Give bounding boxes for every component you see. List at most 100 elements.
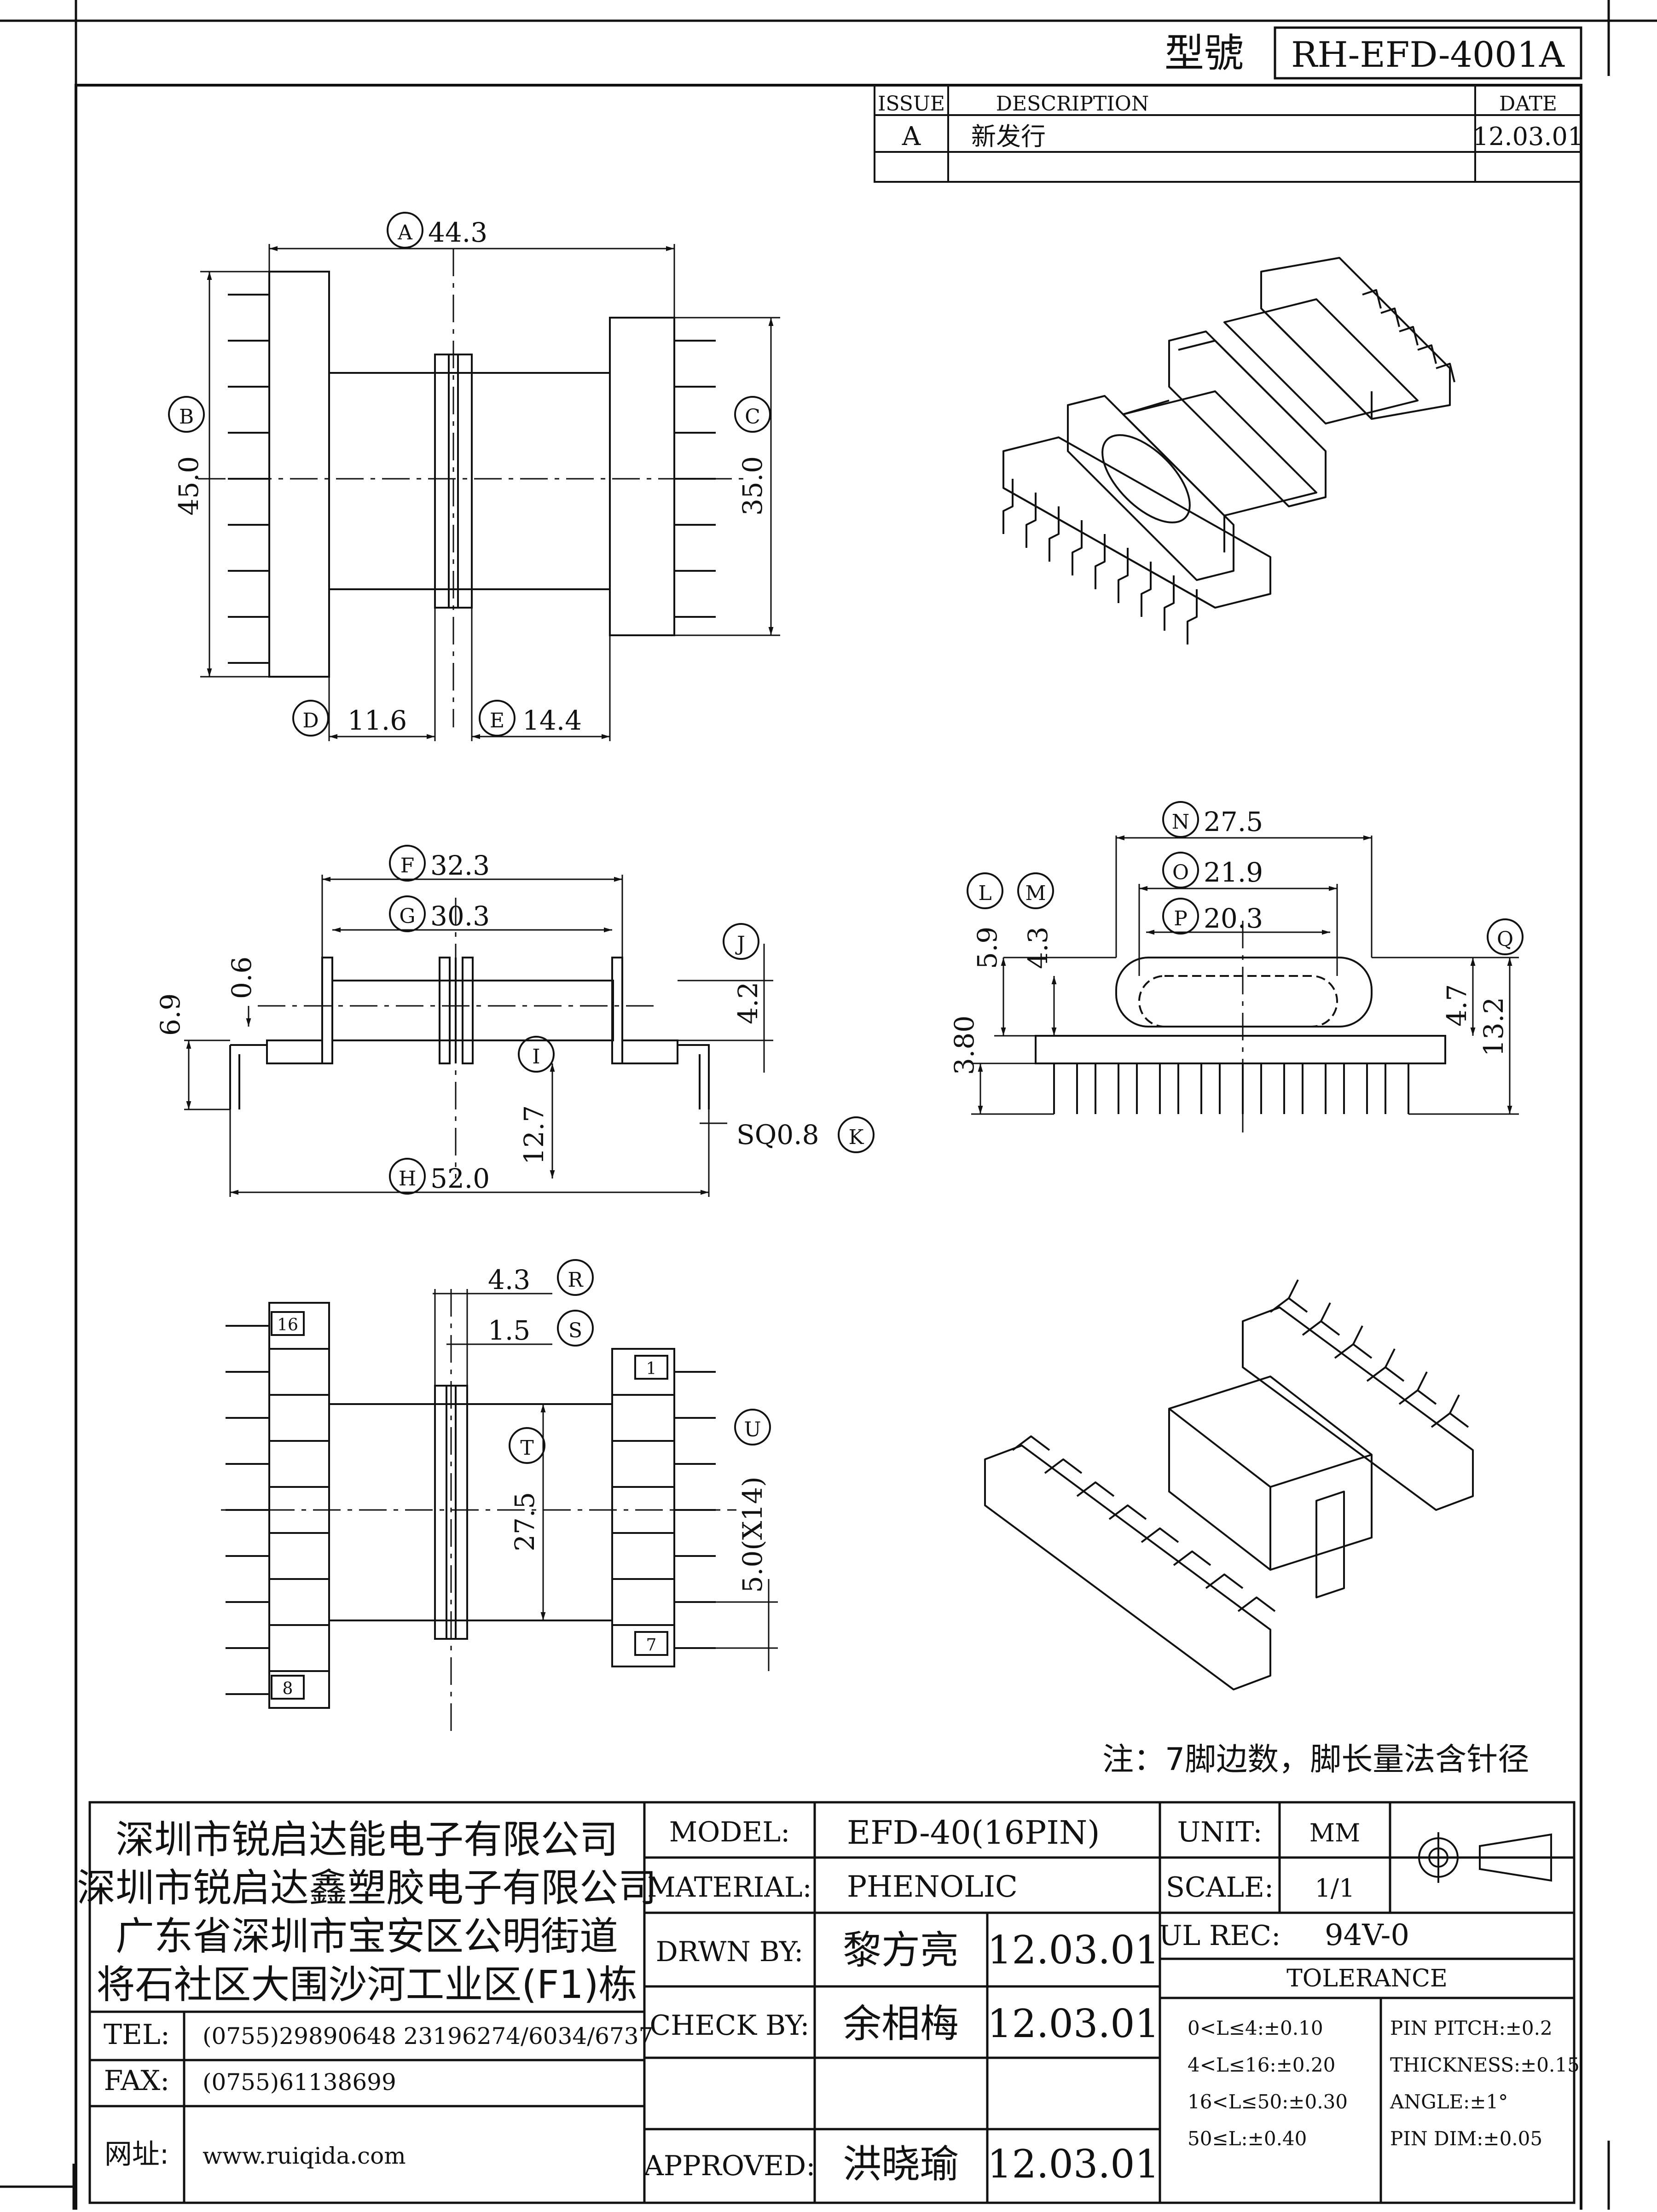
pin-tolerance-row-1: PIN PITCH:±0.2 [1390, 2017, 1553, 2039]
scale-field-label: SCALE: [1166, 1871, 1274, 1904]
title-block-grid [88, 1801, 1576, 2204]
company-line-1: 深圳市锐启达能电子有限公司 [116, 1817, 618, 1862]
revision-table [874, 84, 1582, 183]
side-view [184, 845, 875, 1197]
dim-C-value: 35.0 [737, 456, 768, 516]
tag-K: K [849, 1126, 864, 1149]
approved-by-name: 洪晓瑜 [843, 2142, 959, 2187]
pin-number-7: 7 [646, 1636, 657, 1655]
dim-F-value: 32.3 [430, 850, 490, 881]
revision-date: 12.03.01 [1473, 122, 1583, 151]
drawn-date: 12.03.01 [987, 1928, 1159, 1973]
unit-field-label: UNIT: [1177, 1816, 1263, 1848]
end-view-pins [1053, 1063, 1409, 1114]
ul-field-value: 94V-0 [1325, 1918, 1409, 1952]
isometric-front-pins [1002, 479, 1198, 644]
company-line-2: 深圳市锐启达鑫塑胶电子有限公司 [77, 1865, 657, 1910]
tag-T: T [520, 1436, 533, 1460]
tag-R: R [568, 1268, 584, 1292]
model-number: RH-EFD-4001A [1291, 34, 1565, 75]
tag-U: U [744, 1418, 761, 1441]
revision-description: 新发行 [971, 122, 1046, 151]
model-field-value: EFD-40(16PIN) [847, 1814, 1100, 1852]
bottom-view [221, 1259, 778, 1731]
dim-J-value: 4.2 [732, 982, 764, 1024]
drawn-field-label: DRWN BY: [656, 1936, 804, 1968]
pin-number-8: 8 [283, 1679, 293, 1698]
dim-R-value: 4.3 [488, 1264, 530, 1295]
scale-field-value: 1/1 [1315, 1874, 1355, 1903]
dim-K-value: SQ0.8 [736, 1119, 819, 1150]
check-field-label: CHECK BY: [649, 2009, 809, 2042]
dim-S-value: 1.5 [488, 1315, 530, 1346]
dim-P-value: 20.3 [1204, 903, 1263, 934]
model-number-box [1274, 26, 1582, 80]
model-header-label: 型號 [1165, 30, 1244, 76]
tag-I: I [532, 1045, 540, 1068]
check-date: 12.03.01 [987, 2001, 1159, 2046]
tag-F: F [400, 854, 415, 877]
pin-tolerance-row-2: THICKNESS:±0.15 [1390, 2054, 1580, 2076]
end-view [967, 801, 1524, 1132]
material-field-label: MATERIAL: [647, 1871, 812, 1904]
dim-12-7-value: 12.7 [518, 1105, 550, 1165]
tag-G: G [399, 905, 415, 928]
revision-header-description: DESCRIPTION [996, 92, 1149, 116]
tag-P: P [1174, 907, 1188, 930]
pin-length-note: 注：7脚边数，脚长量法含针径 [1102, 1742, 1529, 1778]
pin-tolerance-row-3: ANGLE:±1° [1390, 2090, 1508, 2113]
dim-3-80-value: 3.80 [949, 1016, 980, 1075]
drawn-by-name: 黎方亮 [843, 1928, 959, 1973]
company-line-4: 将石社区大围沙河工业区(F1)栋 [96, 1962, 637, 2007]
tag-D: D [302, 709, 319, 732]
company-line-3: 广东省深圳市宝安区公明街道 [116, 1914, 618, 1959]
pin-number-16: 16 [277, 1316, 298, 1335]
dim-N-value: 27.5 [1204, 806, 1263, 837]
tolerance-row-1: 0<L≤4:±0.10 [1188, 2017, 1323, 2039]
fax-value: (0755)61138699 [203, 2069, 396, 2096]
dim-O-value: 21.9 [1204, 857, 1263, 888]
company-lines: 深圳市锐启达能电子有限公司 深圳市锐启达鑫塑胶电子有限公司 广东省深圳市宝安区公… [77, 1817, 657, 2007]
tel-value: (0755)29890648 23196274/6034/6737 [203, 2023, 653, 2049]
tag-M: M [1025, 882, 1046, 905]
dim-13-2-value: 13.2 [1478, 997, 1509, 1057]
dim-T-value: 27.5 [509, 1492, 540, 1551]
tel-label: TEL: [104, 2019, 170, 2051]
dim-0-6-value: 0.6 [226, 957, 257, 999]
website-value: www.ruiqida.com [203, 2142, 406, 2169]
tag-A: A [397, 221, 413, 244]
tag-S: S [568, 1319, 582, 1342]
unit-field-value: MM [1309, 1818, 1361, 1847]
dim-U-value: 5.0(X14) [737, 1476, 768, 1593]
revision-header-date: DATE [1499, 92, 1557, 116]
dim-G-value: 30.3 [430, 900, 490, 932]
dim-H-value: 52.0 [430, 1163, 490, 1194]
tag-N: N [1172, 810, 1190, 834]
isometric-view-lower [984, 1279, 1474, 1690]
tag-L: L [978, 882, 991, 905]
dim-D-value: 11.6 [348, 705, 407, 736]
model-header: 型號 RH-EFD-4001A [1165, 26, 1582, 80]
approved-field-label: APPROVED: [643, 2150, 816, 2182]
revision-header-issue: ISSUE [878, 92, 945, 116]
model-field-label: MODEL: [669, 1816, 790, 1848]
tag-Q: Q [1497, 928, 1513, 951]
material-field-value: PHENOLIC [847, 1870, 1018, 1904]
isometric-view-upper [1002, 257, 1455, 644]
dim-4-3-end-value: 4.3 [1022, 927, 1054, 969]
fax-label: FAX: [104, 2065, 170, 2097]
tag-E: E [490, 709, 504, 732]
projection-symbol-icon [1413, 1832, 1560, 1883]
pin-tolerance-row-4: PIN DIM:±0.05 [1390, 2127, 1542, 2150]
tolerance-row-4: 50≤L:±0.40 [1188, 2127, 1307, 2150]
dim-A-value: 44.3 [428, 217, 487, 248]
revision-issue: A [902, 122, 921, 151]
tag-H: H [399, 1167, 416, 1190]
tag-B: B [179, 405, 194, 429]
website-label: 网址: [104, 2138, 169, 2171]
tolerance-heading: TOLERANCE [1286, 1965, 1448, 1992]
pin-number-1: 1 [646, 1359, 657, 1378]
dim-E-value: 14.4 [522, 705, 582, 736]
tag-J: J [735, 932, 745, 956]
